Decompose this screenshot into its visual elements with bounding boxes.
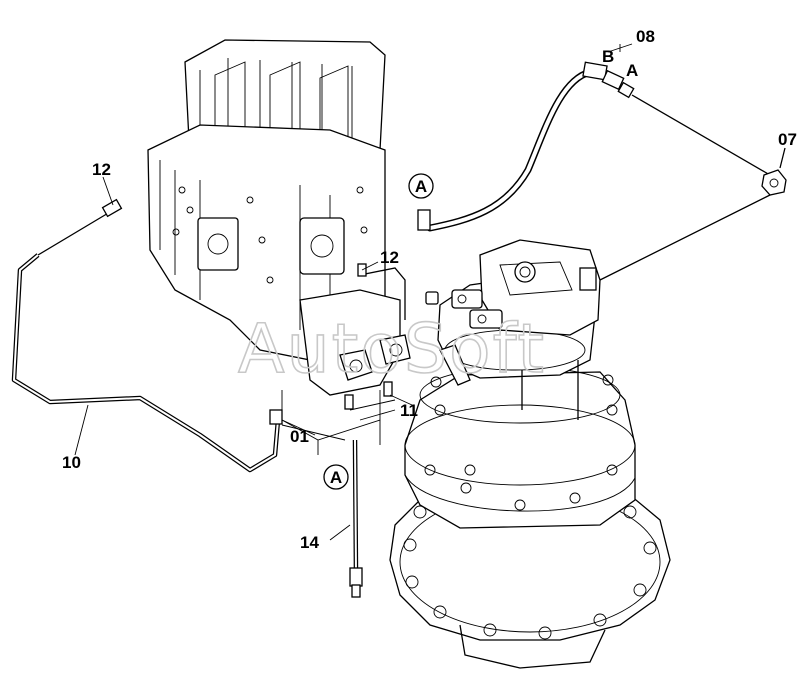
callout-07: 07 bbox=[778, 130, 797, 149]
hose-08 bbox=[417, 43, 771, 232]
callout-01: 01 bbox=[290, 427, 309, 446]
fitting-07 bbox=[599, 147, 787, 281]
watermark: AutoSoft bbox=[238, 310, 546, 389]
leader-lines bbox=[74, 176, 413, 541]
pipe-10 bbox=[11, 198, 283, 473]
callout-14: 14 bbox=[300, 533, 319, 552]
callout-12-left: 12 bbox=[92, 160, 111, 179]
callout-10: 10 bbox=[62, 453, 81, 472]
callout-08: 08 bbox=[636, 27, 655, 46]
hose-end-label-a: A bbox=[626, 61, 638, 80]
svg-text:A: A bbox=[330, 468, 342, 487]
callout-11: 11 bbox=[400, 401, 418, 420]
control-valve bbox=[147, 39, 411, 410]
svg-text:A: A bbox=[415, 177, 427, 196]
swing-motor-assembly bbox=[389, 239, 671, 669]
hose-14 bbox=[349, 439, 363, 598]
callout-12-right: 12 bbox=[380, 248, 399, 267]
circle-a-bottom: A bbox=[323, 464, 349, 490]
circle-a-top: A bbox=[408, 173, 434, 199]
connection-brackets bbox=[281, 390, 396, 455]
hose-end-label-b: B bbox=[602, 47, 614, 66]
